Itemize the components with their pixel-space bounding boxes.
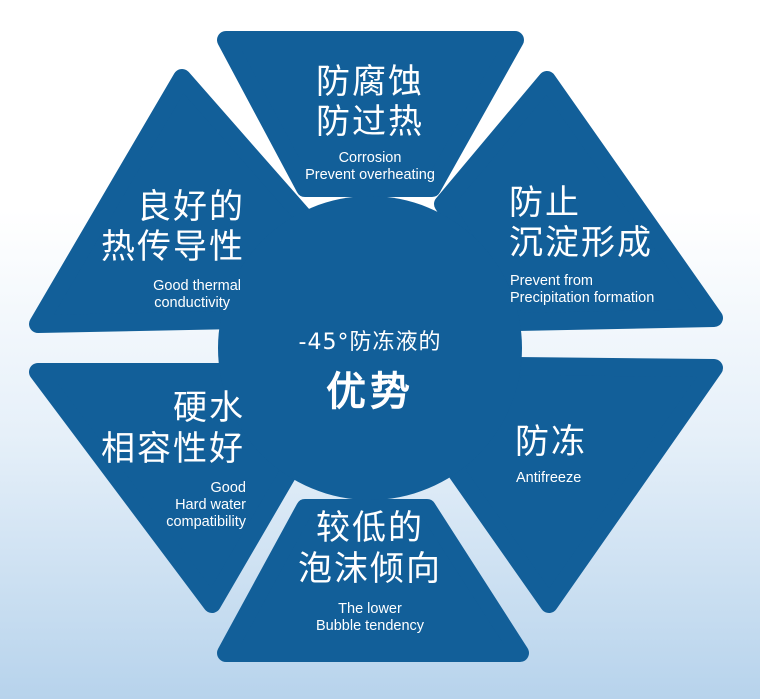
- upper-left-label-en-line1: Good thermal: [153, 278, 241, 294]
- lower-left-label-en-line1: Good: [210, 480, 246, 496]
- upper-right-label-cn-line2: 沉淀形成: [509, 223, 653, 263]
- top-label-en-line1: Corrosion: [338, 150, 402, 166]
- lower-right-label-cn: 防冻: [515, 422, 587, 462]
- upper-right-label-cn-line1: 防止: [509, 183, 581, 223]
- top-label-cn-line2: 防过热: [316, 102, 424, 142]
- upper-left-label-cn-line1: 良好的: [137, 187, 245, 227]
- center-subtitle: -45°防冻液的: [298, 330, 442, 355]
- bottom-label-en-line1: The lower: [338, 601, 402, 617]
- center-title: 优势: [326, 369, 414, 415]
- lower-left-label-cn-line1: 硬水: [173, 388, 245, 428]
- center-circle: [218, 196, 522, 500]
- upper-left-label-cn-line2: 热传导性: [101, 227, 245, 267]
- upper-right-label-en-line1: Prevent from: [510, 273, 593, 289]
- lower-right-label-en: Antifreeze: [516, 470, 582, 486]
- lower-left-label-en-line2: Hard water: [175, 497, 246, 513]
- upper-left-label-en-line2: conductivity: [154, 295, 230, 311]
- segment-bottom: [217, 499, 529, 662]
- upper-right-label-en-line2: Precipitation formation: [510, 290, 655, 306]
- top-label-cn-line1: 防腐蚀: [316, 62, 424, 102]
- bottom-label-cn-line2: 泡沫倾向: [298, 549, 442, 589]
- bottom-label-en-line2: Bubble tendency: [315, 618, 425, 634]
- lower-left-label-en-line3: compatibility: [166, 514, 246, 530]
- top-label-en-line2: Prevent overheating: [305, 167, 435, 183]
- segment-top: [217, 31, 524, 197]
- bottom-label-cn-line1: 较低的: [316, 508, 424, 548]
- lower-left-label-cn-line2: 相容性好: [101, 429, 245, 469]
